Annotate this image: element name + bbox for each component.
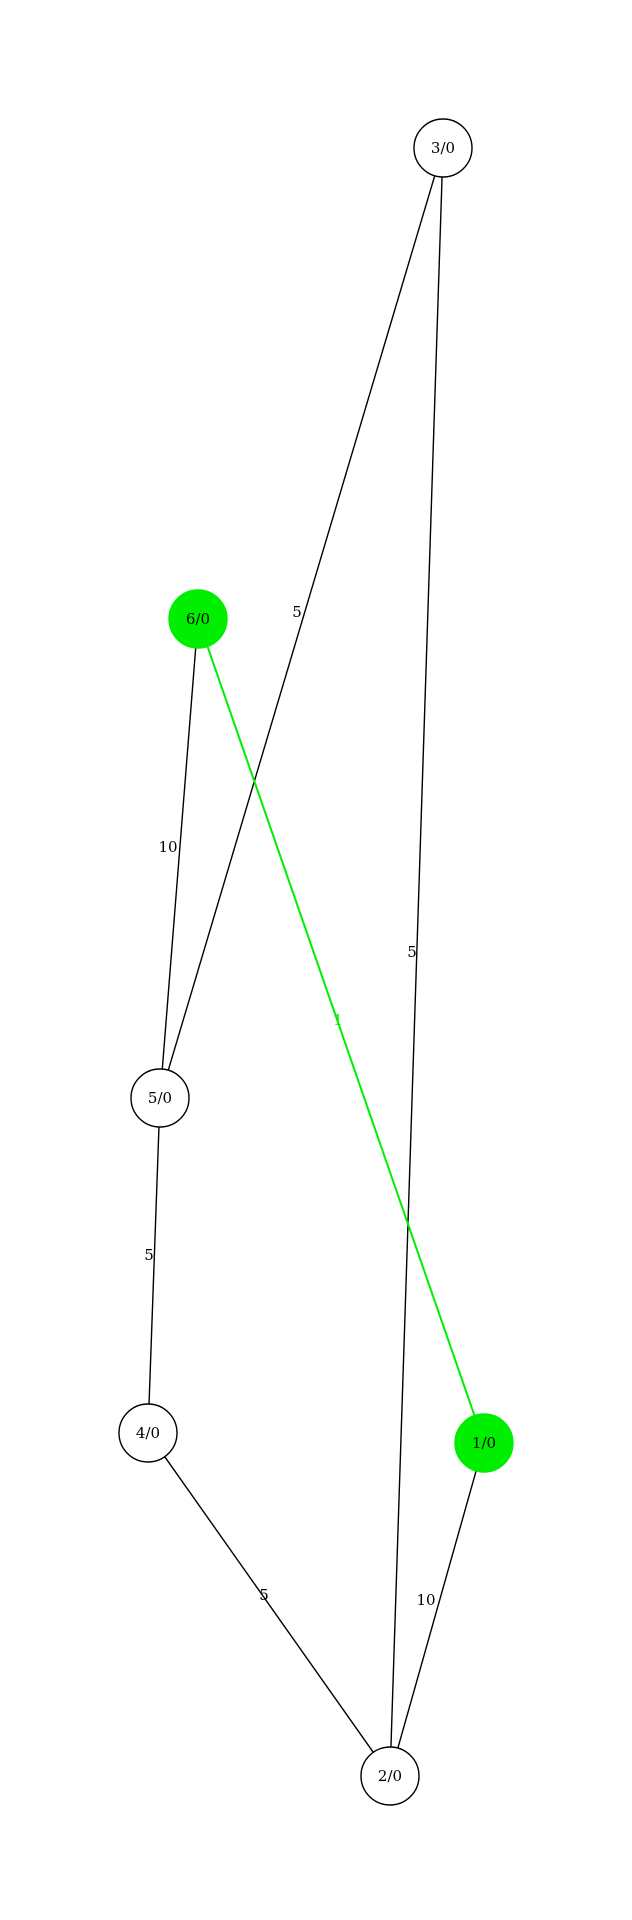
edge-line [148,1126,160,1405]
edge-line [164,1456,374,1753]
edge-line [167,175,436,1071]
node-label: 3/0 [431,139,455,157]
node-circle [130,1068,190,1128]
edge-line [206,646,476,1416]
edge-weight-label: 1 [333,1011,343,1029]
node-circle [413,118,473,178]
node-label: 5/0 [148,1089,172,1107]
edge-weight-label: 10 [416,1591,435,1609]
edge-5-4: 5 [144,1126,160,1405]
node-1: 1/0 [454,1413,514,1473]
edge-1-2: 10 [397,1470,477,1749]
edge-weight-label: 5 [144,1246,154,1264]
node-circle [360,1746,420,1806]
edge-4-2: 5 [164,1456,374,1753]
node-label: 4/0 [136,1424,160,1442]
node-label: 1/0 [472,1434,496,1452]
node-label: 2/0 [378,1767,402,1785]
edge-3-5: 5 [167,175,436,1071]
node-4: 4/0 [118,1403,178,1463]
edge-line [161,647,197,1070]
nodes-layer: 3/0 6/0 5/0 4/0 1/0 2/0 [118,118,514,1806]
edge-6-5: 10 [158,647,197,1070]
node-circle [118,1403,178,1463]
node-5: 5/0 [130,1068,190,1128]
node-3: 3/0 [413,118,473,178]
edge-weight-label: 10 [158,838,177,856]
node-6: 6/0 [168,589,228,649]
edge-line [397,1470,477,1749]
node-label: 6/0 [186,610,210,628]
edge-3-2: 5 [390,176,443,1748]
edge-line [390,176,443,1748]
edge-weight-label: 5 [407,943,417,961]
node-2: 2/0 [360,1746,420,1806]
edge-weight-label: 5 [259,1586,269,1604]
edge-weight-label: 5 [292,603,302,621]
node-circle [168,589,228,649]
edge-6-1: 1 [206,646,476,1416]
node-circle [454,1413,514,1473]
